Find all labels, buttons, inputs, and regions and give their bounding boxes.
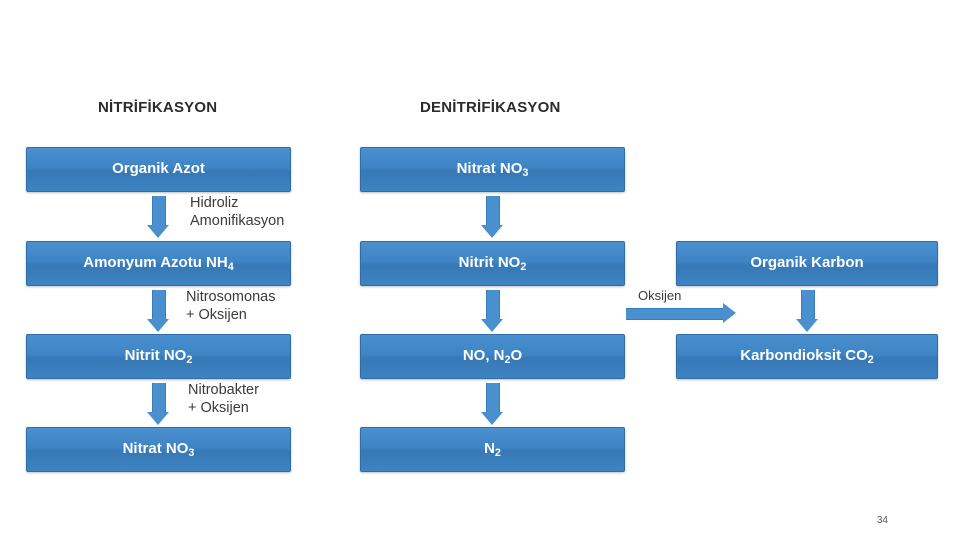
arrow-nitrit-to-no-n2o xyxy=(481,290,503,332)
box-nitrat-no3-denitrification-label: Nitrat NO xyxy=(456,160,523,178)
box-nitrat-no3-nitrification-sub: 3 xyxy=(188,447,195,460)
box-no-n2o-sub: 2 xyxy=(504,354,511,367)
box-nitrat-no3-nitrification[interactable]: Nitrat NO3 xyxy=(26,427,291,472)
box-n2-label: N xyxy=(484,440,495,458)
arrow-organik-azot-to-amonyum xyxy=(147,196,169,238)
box-organik-karbon[interactable]: Organik Karbon xyxy=(676,241,938,286)
arrow-nitrat-to-nitrit-denitrification xyxy=(481,196,503,238)
box-nitrit-no2-denitrification[interactable]: Nitrit NO2 xyxy=(360,241,625,286)
arrow-no-n2o-to-n2 xyxy=(481,383,503,425)
annotation-nitrobakter: Nitrobakter + Oksijen xyxy=(188,381,259,417)
box-nitrit-no2-nitrification[interactable]: Nitrit NO2 xyxy=(26,334,291,379)
column-title-nitrification: NİTRİFİKASYON xyxy=(98,99,218,116)
annotation-oksijen: Oksijen xyxy=(638,288,682,303)
annotation-hidroliz: Hidroliz Amonifikasyon xyxy=(190,194,284,230)
box-amonyum-azotu[interactable]: Amonyum Azotu NH4 xyxy=(26,241,291,286)
box-nitrat-no3-denitrification-sub: 3 xyxy=(522,167,529,180)
box-amonyum-azotu-sub: 4 xyxy=(227,261,234,274)
annotation-nitrobakter-line2: + Oksijen xyxy=(188,400,249,417)
annotation-nitrosomonas-line1: Nitrosomonas xyxy=(186,289,276,305)
arrow-amonyum-to-nitrit xyxy=(147,290,169,332)
arrow-organik-karbon-to-co2 xyxy=(796,290,818,332)
box-n2-sub: 2 xyxy=(494,447,501,460)
box-organik-karbon-label: Organik Karbon xyxy=(750,254,864,272)
box-nitrit-no2-nitrification-label: Nitrit NO xyxy=(124,347,187,365)
annotation-nitrosomonas-line2: + Oksijen xyxy=(186,307,247,324)
box-n2[interactable]: N2 xyxy=(360,427,625,472)
box-nitrat-no3-denitrification[interactable]: Nitrat NO3 xyxy=(360,147,625,192)
page-number: 34 xyxy=(876,515,888,526)
box-nitrit-no2-nitrification-sub: 2 xyxy=(186,354,193,367)
box-karbondioksit-co2-label: Karbondioksit CO xyxy=(740,347,868,365)
annotation-hidroliz-line1: Hidroliz xyxy=(190,195,239,211)
box-amonyum-azotu-label: Amonyum Azotu NH xyxy=(83,254,228,272)
box-nitrit-no2-denitrification-sub: 2 xyxy=(520,261,527,274)
box-karbondioksit-co2-sub: 2 xyxy=(867,354,874,367)
annotation-nitrobakter-line1: Nitrobakter xyxy=(188,382,259,398)
arrow-nitrit-to-nitrat xyxy=(147,383,169,425)
box-karbondioksit-co2[interactable]: Karbondioksit CO2 xyxy=(676,334,938,379)
box-organik-azot-label: Organik Azot xyxy=(112,160,205,178)
column-title-denitrification: DENİTRİFİKASYON xyxy=(420,99,561,116)
box-nitrat-no3-nitrification-label: Nitrat NO xyxy=(122,440,189,458)
arrow-oksijen xyxy=(626,303,736,323)
annotation-hidroliz-line2: Amonifikasyon xyxy=(190,213,285,230)
box-nitrit-no2-denitrification-label: Nitrit NO xyxy=(458,254,521,272)
box-no-n2o-label2: O xyxy=(510,347,523,365)
annotation-nitrosomonas: Nitrosomonas + Oksijen xyxy=(186,288,275,324)
box-organik-azot[interactable]: Organik Azot xyxy=(26,147,291,192)
box-no-n2o-label: NO, N xyxy=(462,347,505,365)
box-no-n2o[interactable]: NO, N2O xyxy=(360,334,625,379)
